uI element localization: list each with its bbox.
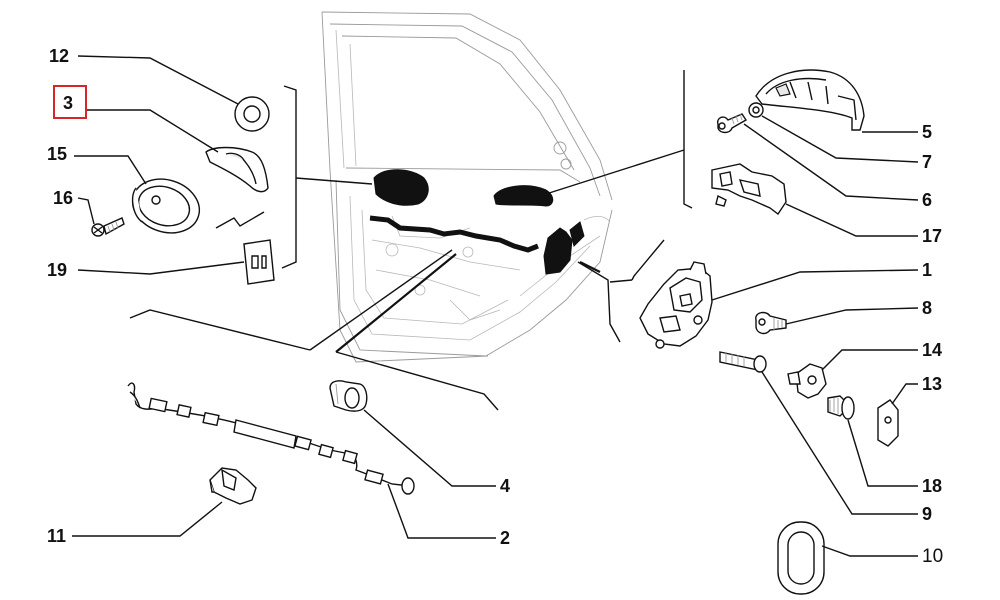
callout-9: 9 (922, 504, 932, 524)
part-10-seal (777, 521, 825, 595)
part-14-striker (787, 363, 827, 399)
part-13-plate (877, 399, 899, 447)
installed-latch (543, 227, 573, 275)
part-3-handle-cover (205, 146, 269, 193)
callout-15: 15 (47, 144, 67, 164)
part-15-bezel (131, 178, 201, 234)
installed-handle-recess (373, 169, 429, 206)
callout-6: 6 (922, 190, 932, 210)
installed-pull (493, 185, 554, 207)
callout-16: 16 (53, 188, 73, 208)
callout-2: 2 (500, 528, 510, 548)
part-9-bolt (719, 351, 767, 373)
part-1-lock (639, 261, 713, 349)
callout-18: 18 (922, 476, 942, 496)
frame-lines (129, 70, 693, 411)
callout-8: 8 (922, 298, 932, 318)
callout-19: 19 (47, 260, 67, 280)
callout-13: 13 (922, 374, 942, 394)
part-5-outer-handle (755, 69, 865, 131)
part-8-screw (755, 311, 787, 335)
door-outline (321, 11, 613, 363)
callout-12: 12 (49, 46, 69, 66)
part-19-clip (243, 239, 275, 285)
callout-labels: 12 3 15 16 19 5 7 6 17 1 8 14 13 18 9 10… (47, 46, 943, 567)
part-4-bushing (329, 380, 368, 412)
callout-7: 7 (922, 152, 932, 172)
highlight-box (53, 85, 87, 119)
callout-4: 4 (500, 476, 510, 496)
callout-11: 11 (47, 526, 66, 546)
part-6-screw (716, 113, 747, 134)
installed-parts (369, 169, 585, 275)
part-17-lever (711, 163, 787, 216)
part-12-grommet (234, 96, 270, 132)
part-18-screw (827, 395, 855, 420)
installed-rod (369, 215, 539, 253)
callout-3[interactable]: 3 (63, 93, 73, 113)
callout-5: 5 (922, 122, 932, 142)
callout-17: 17 (922, 226, 942, 246)
part-7-washer (748, 102, 764, 118)
callout-1: 1 (922, 260, 932, 280)
part-2-rod (127, 382, 415, 495)
part-16-screw (91, 217, 125, 237)
callout-14: 14 (922, 340, 942, 360)
leader-lines (72, 55, 919, 557)
callout-10: 10 (922, 546, 943, 567)
part-11-clip (209, 467, 257, 505)
